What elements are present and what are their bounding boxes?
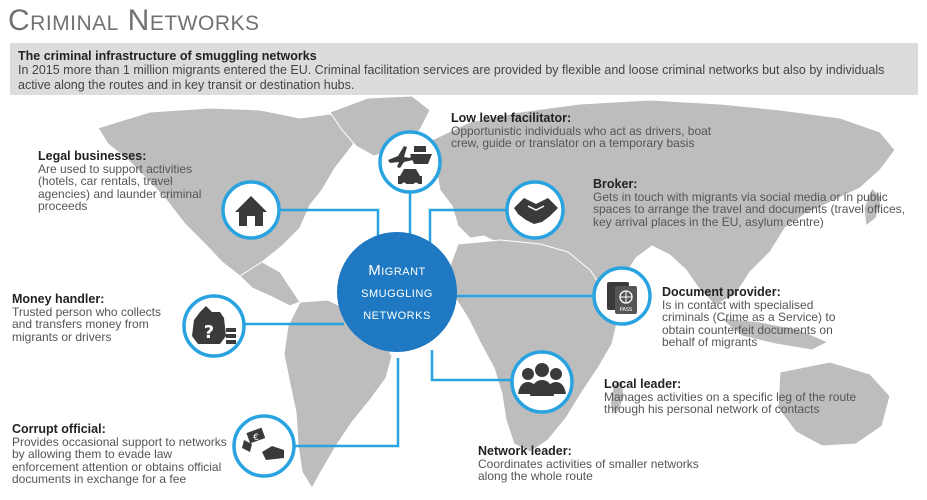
- intro-heading: The criminal infrastructure of smuggling…: [18, 49, 317, 63]
- low-level-facilitator-text: Opportunistic individuals who act as dri…: [451, 123, 712, 150]
- connector-broker: [428, 208, 508, 244]
- intro-body: In 2015 more than 1 million migrants ent…: [18, 63, 885, 92]
- handshake-icon: [514, 198, 558, 224]
- document-provider-heading: Document provider:: [662, 285, 781, 299]
- connector-legal: [278, 208, 380, 242]
- corrupt-official-text: Provides occasional support to networks …: [12, 434, 227, 486]
- legal-businesses-heading: Legal businesses:: [38, 149, 147, 163]
- local-leader-block: Local leader: Manages activities on a sp…: [604, 378, 894, 416]
- house-icon: [235, 196, 267, 226]
- center-label-line2: smuggling: [361, 284, 433, 301]
- passport-icon: PASS: [607, 282, 637, 314]
- legal-businesses-text: Are used to support activities (hotels, …: [38, 161, 202, 213]
- low-level-facilitator-heading: Low level facilitator:: [451, 111, 572, 125]
- broker-block: Broker: Gets in touch with migrants via …: [593, 178, 918, 228]
- legal-businesses-block: Legal businesses: Are used to support ac…: [38, 150, 223, 213]
- passport-label: PASS: [620, 307, 632, 313]
- euro-symbol: €: [253, 433, 259, 443]
- money-handler-block: Money handler: Trusted person who collec…: [12, 293, 172, 343]
- page-title: Criminal Networks: [8, 4, 260, 37]
- people-icon: [518, 363, 566, 396]
- map-eurasia: [431, 99, 896, 306]
- network-leader-heading: Network leader:: [478, 444, 572, 458]
- local-leader-heading: Local leader:: [604, 377, 682, 391]
- center-circle: [337, 232, 457, 352]
- local-leader-text: Manages activities on a specific leg of …: [604, 389, 857, 416]
- money-handler-text: Trusted person who collects and transfer…: [12, 304, 161, 344]
- bribe-icon: €: [242, 427, 284, 460]
- money-handler-heading: Money handler:: [12, 292, 105, 306]
- transport-icon: [388, 146, 432, 188]
- document-provider-text: Is in contact with specialised criminals…: [662, 297, 836, 349]
- center-label-line3: networks: [363, 306, 431, 323]
- map-australia: [777, 361, 891, 447]
- node-corrupt-circle: [232, 414, 296, 478]
- map-indonesia: [718, 317, 830, 351]
- map-madagascar: [609, 379, 625, 418]
- map-japan: [863, 187, 883, 227]
- low-level-facilitator-block: Low level facilitator: Opportunistic ind…: [451, 112, 726, 150]
- intro-box: The criminal infrastructure of smuggling…: [10, 43, 918, 95]
- broker-text: Gets in touch with migrants via social m…: [593, 189, 905, 229]
- connector-lines: [244, 192, 594, 448]
- center-label: Migrant smuggling networks: [337, 260, 457, 326]
- connector-local: [430, 350, 512, 382]
- svg-text:?: ?: [204, 322, 214, 343]
- corrupt-official-block: Corrupt official: Provides occasional su…: [12, 423, 234, 486]
- money-bag-icon: ?: [192, 306, 236, 344]
- node-circles: [182, 130, 652, 478]
- network-leader-block: Network leader: Coordinates activities o…: [478, 445, 708, 483]
- broker-heading: Broker:: [593, 177, 638, 191]
- document-provider-block: Document provider: Is in contact with sp…: [662, 286, 862, 349]
- map-africa: [447, 239, 619, 453]
- connector-corrupt: [294, 358, 400, 448]
- network-leader-text: Coordinates activities of smaller networ…: [478, 456, 699, 483]
- corrupt-official-heading: Corrupt official:: [12, 422, 106, 436]
- center-label-line1: Migrant: [368, 262, 426, 279]
